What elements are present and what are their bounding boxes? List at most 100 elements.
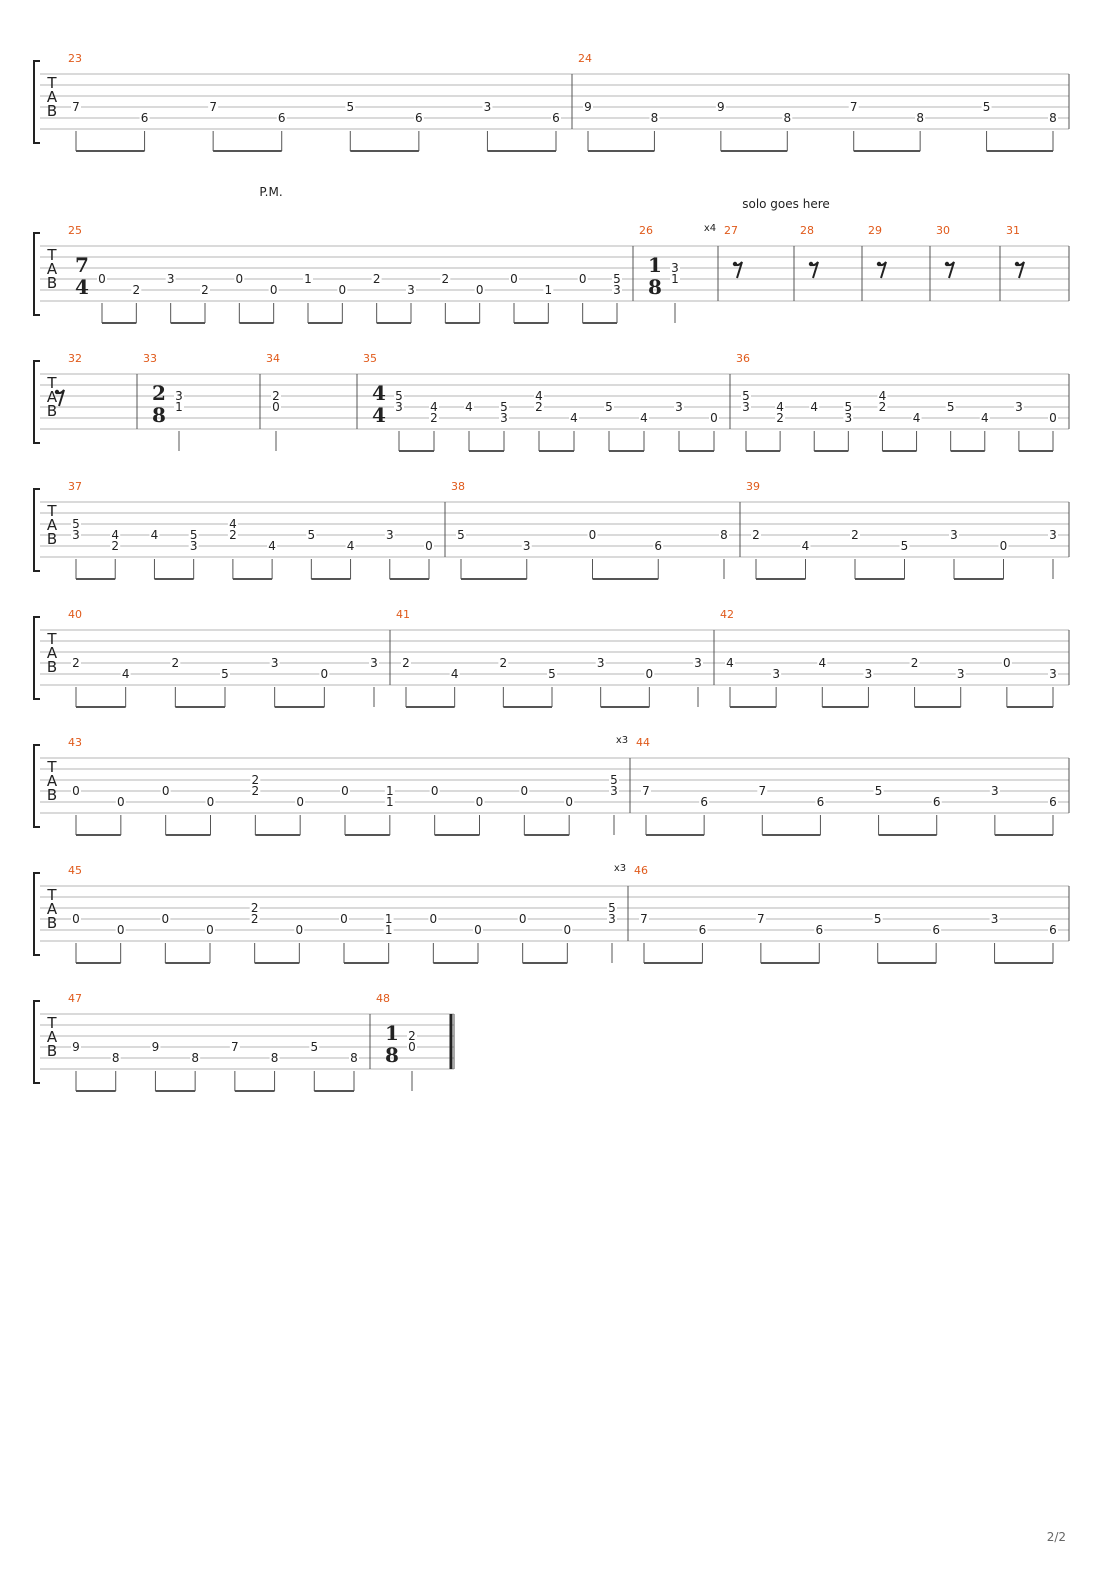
fret-bg xyxy=(71,658,81,669)
tab-clef-letter: B xyxy=(47,274,57,292)
fret-number: 3 xyxy=(610,784,618,798)
fret-bg xyxy=(424,541,434,552)
fret-bg xyxy=(998,541,1009,552)
measure-number: 48 xyxy=(376,992,390,1005)
fret-number: 0 xyxy=(270,283,278,297)
annotation-text: P.M. xyxy=(259,185,282,199)
fret-bg xyxy=(110,530,121,541)
fret-bg xyxy=(249,903,260,914)
fret-bg xyxy=(115,797,126,808)
fret-bg xyxy=(873,786,884,797)
fret-number: 3 xyxy=(950,528,958,542)
fret-bg xyxy=(268,285,279,296)
fret-number: 6 xyxy=(141,111,149,125)
fret-number: 4 xyxy=(913,411,921,425)
eighth-rest-dot xyxy=(54,389,60,395)
measure-number: 34 xyxy=(266,352,280,365)
fret-number: 0 xyxy=(710,411,718,425)
fret-number: 6 xyxy=(933,795,941,809)
fret-bg xyxy=(499,413,509,424)
fret-bg xyxy=(71,786,81,797)
repeat-count: x4 xyxy=(704,223,716,234)
fret-bg xyxy=(809,402,820,413)
fret-number: 3 xyxy=(957,667,965,681)
fret-bg xyxy=(229,1042,240,1053)
fret-bg xyxy=(872,914,883,925)
fret-number: 2 xyxy=(879,400,887,414)
fret-number: 3 xyxy=(523,539,531,553)
fret-number: 8 xyxy=(191,1051,199,1065)
fret-bg xyxy=(670,274,680,285)
tab-clef-letter: B xyxy=(47,1042,57,1060)
fret-bg xyxy=(269,1053,280,1064)
fret-number: 2 xyxy=(172,656,180,670)
fret-bg xyxy=(294,925,305,936)
fret-bg xyxy=(250,775,261,786)
fret-number: 4 xyxy=(818,656,826,670)
fret-bg xyxy=(509,274,519,285)
time-signature-top: 4 xyxy=(372,381,386,405)
fret-number: 1 xyxy=(545,283,553,297)
fret-bg xyxy=(139,113,150,124)
measure-number: 43 xyxy=(68,736,82,749)
fret-number: 0 xyxy=(521,784,529,798)
fret-bg xyxy=(1048,413,1058,424)
fret-bg xyxy=(71,102,81,113)
fret-number: 0 xyxy=(476,795,484,809)
fret-number: 5 xyxy=(457,528,465,542)
fret-bg xyxy=(577,274,588,285)
measure-number: 41 xyxy=(396,608,410,621)
fret-number: 4 xyxy=(229,517,237,531)
fret-bg xyxy=(337,285,348,296)
fret-bg xyxy=(319,669,330,680)
fret-number: 6 xyxy=(654,539,662,553)
eighth-rest-dot xyxy=(808,261,814,267)
fret-number: 0 xyxy=(431,784,439,798)
fret-number: 0 xyxy=(117,923,125,937)
system-bracket xyxy=(33,488,40,572)
fret-number: 8 xyxy=(783,111,791,125)
fret-bg xyxy=(349,1053,359,1064)
tab-clef-letter: T xyxy=(46,74,57,92)
tab-clef-letter: A xyxy=(47,260,58,278)
measure-number: 33 xyxy=(143,352,157,365)
fret-number: 7 xyxy=(850,100,858,114)
fret-number: 0 xyxy=(207,795,215,809)
fret-bg xyxy=(612,274,622,285)
fret-number: 0 xyxy=(579,272,587,286)
fret-bg xyxy=(271,391,281,402)
fret-number: 4 xyxy=(268,539,276,553)
fret-number: 0 xyxy=(510,272,518,286)
fret-bg xyxy=(945,402,956,413)
fret-bg xyxy=(595,658,606,669)
fret-number: 3 xyxy=(671,261,679,275)
fret-bg xyxy=(110,1053,121,1064)
fret-number: 5 xyxy=(310,1040,318,1054)
fret-bg xyxy=(775,413,786,424)
fret-bg xyxy=(519,786,530,797)
fret-number: 3 xyxy=(1049,528,1057,542)
measure-number: 42 xyxy=(720,608,734,621)
tab-system-1 xyxy=(33,60,1070,152)
fret-number: 4 xyxy=(879,389,887,403)
fret-bg xyxy=(110,541,121,552)
fret-bg xyxy=(208,102,219,113)
fret-bg xyxy=(190,1053,201,1064)
fret-bg xyxy=(369,658,379,669)
fret-bg xyxy=(775,402,786,413)
fret-number: 5 xyxy=(548,667,556,681)
fret-bg xyxy=(815,797,826,808)
fret-number: 0 xyxy=(341,784,349,798)
fret-number: 3 xyxy=(500,411,508,425)
fret-number: 4 xyxy=(430,400,438,414)
fret-bg xyxy=(1048,530,1058,541)
fret-bg xyxy=(1048,113,1058,124)
fret-number: 3 xyxy=(608,912,616,926)
fret-number: 9 xyxy=(717,100,725,114)
fret-number: 3 xyxy=(675,400,683,414)
fret-number: 0 xyxy=(476,283,484,297)
fret-bg xyxy=(71,530,81,541)
tab-clef-letter: B xyxy=(47,786,57,804)
fret-number: 2 xyxy=(402,656,410,670)
fret-bg xyxy=(850,530,860,541)
